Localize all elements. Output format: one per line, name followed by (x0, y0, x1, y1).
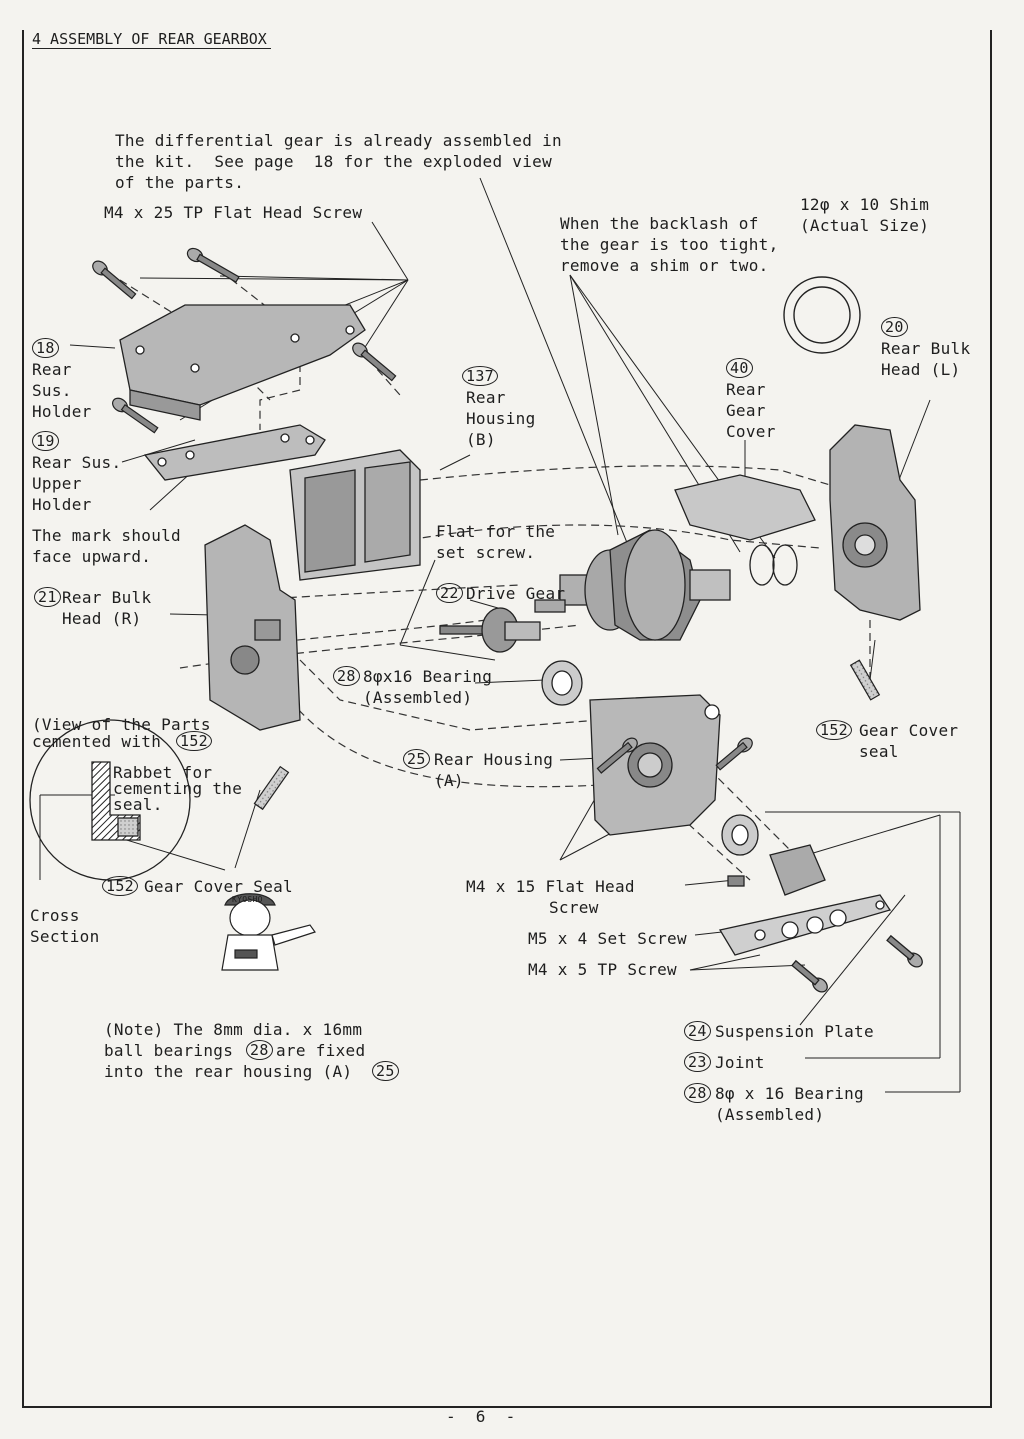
p137-line-3: (B) (466, 430, 496, 449)
part-num-18: 18 (32, 338, 59, 358)
p28a-line-1: 8φx16 Bearing (363, 667, 493, 686)
backlash-line-2: the gear is too tight, (560, 235, 779, 254)
intro-line-3: of the parts. (115, 173, 245, 192)
p20-line-2: Head (L) (881, 360, 961, 379)
gear-cover-seal-strips (253, 659, 881, 811)
rear-sus-upper-holder (143, 424, 326, 481)
mark-note-1: The mark should (32, 526, 181, 545)
bearing-assembled (541, 660, 583, 706)
p152b-label: Gear Cover Seal (144, 877, 293, 896)
page-frame (22, 30, 992, 1408)
part-num-152a: 152 (816, 720, 852, 740)
p28b-line-2: (Assembled) (715, 1105, 825, 1124)
intro-line-1: The differential gear is already assembl… (115, 131, 562, 150)
section-title: 4 ASSEMBLY OF REAR GEARBOX (32, 30, 271, 49)
p40-line-2: Gear (726, 401, 766, 420)
label-m4x25-screw: M4 x 25 TP Flat Head Screw (104, 203, 363, 222)
backlash-line-3: remove a shim or two. (560, 256, 769, 275)
view-of-parts: (View of the Parts (32, 715, 211, 734)
differential-gear (559, 529, 731, 641)
part-num-23: 23 (684, 1052, 711, 1072)
p21-line-1: Rear Bulk (62, 588, 152, 607)
m4x15-line-1: M4 x 15 Flat Head (466, 877, 635, 896)
p24-label: Suspension Plate (715, 1022, 874, 1041)
part-num-152b: 152 (102, 876, 138, 896)
part-num-19: 19 (32, 431, 59, 451)
rear-housing-b (289, 449, 421, 581)
page-number: - 6 - (446, 1407, 516, 1426)
p22-label: Drive Gear (466, 584, 566, 603)
note-num-28: 28 (246, 1040, 273, 1060)
p21-line-2: Head (R) (62, 609, 142, 628)
note-line-2b: are fixed (276, 1041, 366, 1060)
p23-label: Joint (715, 1053, 765, 1072)
cross-line-2: Section (30, 927, 100, 946)
cemented-with: cemented with (32, 732, 162, 751)
p137-line-1: Rear (466, 388, 506, 407)
screws-m4x15 (596, 737, 753, 774)
p19-line-2: Upper (32, 474, 82, 493)
shim-actual-size: (Actual Size) (800, 216, 930, 235)
rear-bulk-head-l (829, 424, 921, 621)
mascot-cap-logo: KYOSHO (232, 895, 263, 904)
screws-m4x25 (92, 247, 397, 434)
rear-housing-a (589, 694, 721, 836)
rabbet-line-2: cementing the (113, 779, 243, 798)
part-num-24: 24 (684, 1021, 711, 1041)
note-line-3: into the rear housing (A) (104, 1062, 353, 1081)
p152a-line-1: Gear Cover (859, 721, 959, 740)
suspension-plate (718, 894, 923, 993)
part-num-28a: 28 (333, 666, 360, 686)
p28a-line-2: (Assembled) (363, 688, 473, 707)
rear-gear-cover (674, 474, 816, 586)
note-line-1: (Note) The 8mm dia. x 16mm (104, 1020, 363, 1039)
mark-note-2: face upward. (32, 547, 152, 566)
backlash-line-1: When the backlash of (560, 214, 759, 233)
part-num-21: 21 (34, 587, 61, 607)
p19-line-1: Rear Sus. (32, 453, 122, 472)
p137-line-2: Housing (466, 409, 536, 428)
p18-line-1: Rear (32, 360, 72, 379)
cemented-part-152: 152 (176, 731, 212, 751)
part-num-137: 137 (462, 366, 498, 386)
rear-bulk-head-r (204, 524, 301, 731)
p19-line-3: Holder (32, 495, 92, 514)
p20-line-1: Rear Bulk (881, 339, 971, 358)
p40-line-3: Cover (726, 422, 776, 441)
cross-line-1: Cross (30, 906, 80, 925)
rabbet-line-3: seal. (113, 795, 163, 814)
p25-line-1: Rear Housing (434, 750, 554, 769)
label-m5x4-set-screw: M5 x 4 Set Screw (528, 929, 687, 948)
p152a-line-2: seal (859, 742, 899, 761)
part-num-25: 25 (403, 749, 430, 769)
shim-actual-size (783, 276, 861, 354)
part-num-40: 40 (726, 358, 753, 378)
kyosho-mascot (221, 893, 316, 971)
note-line-2a: ball bearings (104, 1041, 234, 1060)
p18-line-3: Holder (32, 402, 92, 421)
label-m4x5-tp-screw: M4 x 5 TP Screw (528, 960, 677, 979)
flat-note-1: Flat for the (436, 522, 556, 541)
p25-line-2: (A) (434, 771, 464, 790)
rear-sus-holder (119, 304, 366, 421)
flat-note-2: set screw. (436, 543, 536, 562)
part-num-20: 20 (881, 317, 908, 337)
p18-line-2: Sus. (32, 381, 72, 400)
note-num-25: 25 (372, 1061, 399, 1081)
m4x15-line-2: Screw (549, 898, 599, 917)
part-num-22: 22 (436, 583, 463, 603)
intro-line-2: the kit. See page 18 for the exploded vi… (115, 152, 553, 171)
shim-label: 12φ x 10 Shim (800, 195, 930, 214)
p40-line-1: Rear (726, 380, 766, 399)
drive-gear (439, 599, 566, 653)
rabbet-line-1: Rabbet for (113, 763, 213, 782)
bearing-and-joint (721, 814, 826, 896)
part-num-28b: 28 (684, 1083, 711, 1103)
p28b-line-1: 8φ x 16 Bearing (715, 1084, 864, 1103)
